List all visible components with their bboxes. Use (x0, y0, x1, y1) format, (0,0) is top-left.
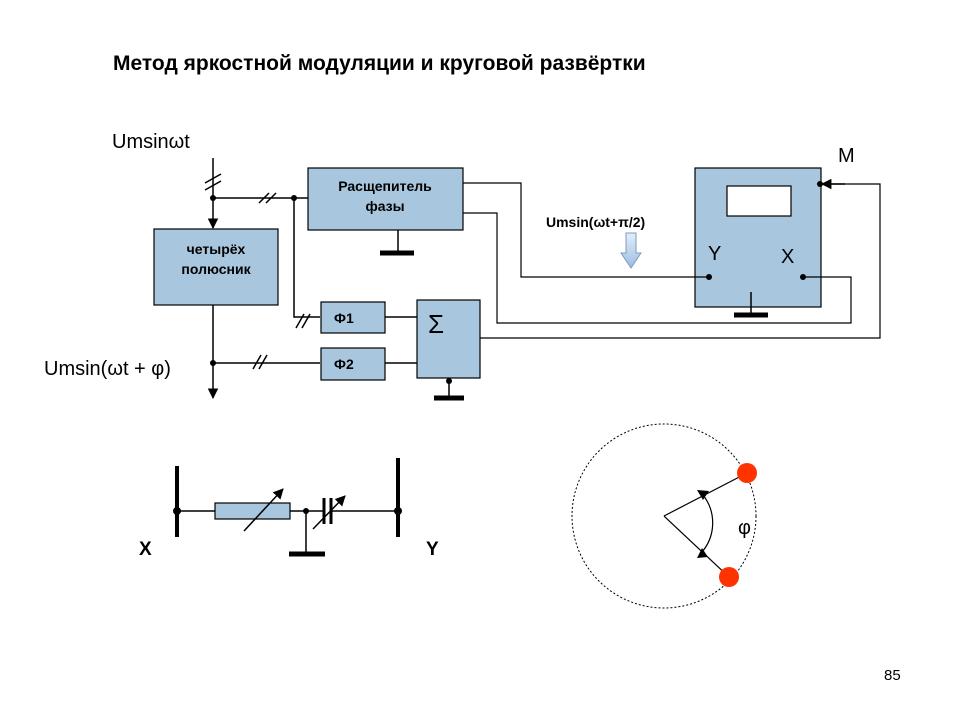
sum-to-m-wire (480, 183, 881, 339)
output-signal-label: Umsin(ωt + φ) (44, 358, 171, 380)
oscilloscope-screen (726, 185, 792, 217)
double-slash-phi1 (295, 313, 311, 329)
junction-dot (706, 274, 712, 280)
double-slash-phi2 (252, 354, 268, 370)
phase-splitter-block (307, 167, 464, 231)
modulation-input-label: M (838, 145, 855, 167)
phase-splitter-line1: Расщепитель (338, 178, 432, 194)
phase-angle-label: φ (738, 517, 751, 539)
circular-sweep-diagram (571, 423, 757, 609)
phi2-label: Ф2 (334, 356, 354, 372)
variable-resistor-icon (214, 502, 291, 520)
four-terminal-line1: четырёх (187, 241, 246, 257)
junction-dot (800, 274, 806, 280)
phi2-block (320, 347, 386, 381)
junction-dot (446, 378, 452, 384)
phi1-feed-wire (293, 198, 320, 318)
bridge-circuit (173, 458, 402, 557)
four-terminal-block (153, 228, 279, 306)
down-arrow-icon (620, 232, 642, 269)
page-number: 85 (884, 667, 901, 684)
oscilloscope-x-label: X (781, 246, 794, 268)
slide-title: Метод яркостной модуляции и круговой раз… (113, 52, 646, 75)
phi1-block (320, 301, 386, 334)
marker-dot-lower (719, 567, 739, 587)
splitter-to-x-wire (463, 212, 852, 324)
phi1-label: Ф1 (334, 310, 354, 326)
sum-symbol: Σ (428, 309, 444, 339)
input-signal-label: Umsinωt (112, 131, 190, 153)
bridge-y-label: Y (426, 539, 439, 560)
sum-block (416, 299, 481, 379)
double-slash-splitter (258, 192, 277, 204)
bridge-x-label: X (139, 539, 152, 560)
double-slash-input (204, 173, 222, 191)
oscilloscope-y-label: Y (708, 243, 721, 265)
splitter-to-y-wire (463, 182, 709, 278)
phase-splitter-line2: фазы (365, 198, 404, 214)
four-terminal-line2: полюсник (181, 261, 251, 277)
quadrature-signal-label: Umsin(ωt+π/2) (546, 214, 645, 230)
junction-dot (817, 181, 823, 187)
marker-dot-upper (737, 463, 757, 483)
